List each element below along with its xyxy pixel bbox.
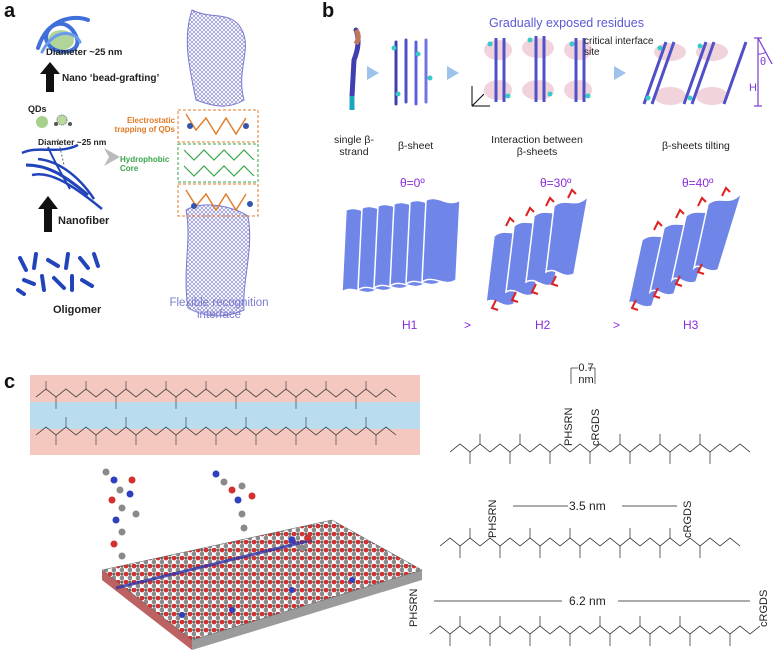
tilting-label: β-sheets tilting [662, 140, 730, 152]
h-symbol: H [749, 82, 757, 94]
hydrophobic-label: Hydrophobic Core [120, 155, 170, 173]
nanofiber-label: Nanofiber [58, 215, 110, 227]
qds-label: QDs [28, 104, 47, 114]
critical-site-label: critical interface site [584, 36, 654, 58]
phsrn-label-3: PHSRN [408, 588, 420, 627]
gt1-label: > [464, 318, 472, 332]
peptide-band-diagram [30, 375, 420, 455]
interaction-sheets-icon [471, 36, 592, 107]
diameter-mid-label: Diameter ~25 nm [38, 137, 107, 147]
ribbon-stack-h3-icon [626, 186, 743, 311]
panel-b-letter: b [322, 0, 335, 22]
crgds-label-1: cRGDS [590, 408, 602, 446]
electrostatic-label: Electrostatic trapping of QDs [114, 116, 175, 134]
beta-sheet-icon [391, 38, 433, 106]
phsrn-label-2: PHSRN [487, 499, 499, 538]
atomic-slab-model [101, 468, 423, 650]
theta30-label: θ=30º [540, 176, 572, 190]
panel-c-letter: c [4, 371, 16, 393]
diameter-top-label: Diameter ~25 nm [46, 47, 123, 58]
dist-62-label: 6.2 nm [569, 594, 606, 608]
chevron-right-icon [104, 148, 120, 166]
ribbon-stack-h1-icon [341, 197, 461, 294]
panel-a-letter: a [4, 0, 16, 22]
chevron-2-icon [447, 66, 459, 80]
tilted-sheets-icon [642, 37, 773, 107]
oligomer-label: Oligomer [53, 304, 102, 316]
chevron-3-icon [614, 66, 626, 80]
gradually-label: Gradually exposed residues [489, 16, 644, 30]
h1-label: H1 [402, 318, 418, 332]
crgds-label-3: cRGDS [758, 589, 770, 627]
dist-07-label: 0.7 nm [578, 362, 594, 386]
chevron-1-icon [367, 66, 379, 80]
oligomer-icon [16, 252, 100, 296]
h3-label: H3 [683, 318, 699, 332]
arrow-up-2-icon [38, 196, 58, 232]
nanofiber-icon [21, 138, 103, 210]
theta-symbol: θ [760, 56, 767, 68]
bead-grafting-label: Nano ‘bead-grafting’ [62, 73, 160, 84]
helix-top-icon [36, 15, 90, 54]
phsrn-label-1: PHSRN [563, 407, 575, 446]
mesh-model-icon [177, 9, 259, 317]
interaction-label: Interaction between β-sheets [491, 134, 583, 158]
arrow-up-1-icon [40, 62, 60, 92]
gt2-label: > [613, 318, 621, 332]
single-strand-label: single β-strand [334, 134, 374, 158]
beta-sheet-label: β-sheet [398, 140, 434, 152]
theta40-label: θ=40º [682, 176, 714, 190]
flexible-label: Flexible recognition interface [169, 297, 269, 321]
single-strand-icon [349, 27, 361, 110]
qd-dots-icon [36, 114, 72, 128]
crgds-label-2: cRGDS [682, 500, 694, 538]
peptide-chains-diagram [429, 367, 761, 646]
ribbon-stack-h2-icon [485, 188, 590, 311]
h2-label: H2 [535, 318, 551, 332]
theta0-label: θ=0º [400, 176, 425, 190]
dist-35-label: 3.5 nm [569, 499, 606, 513]
